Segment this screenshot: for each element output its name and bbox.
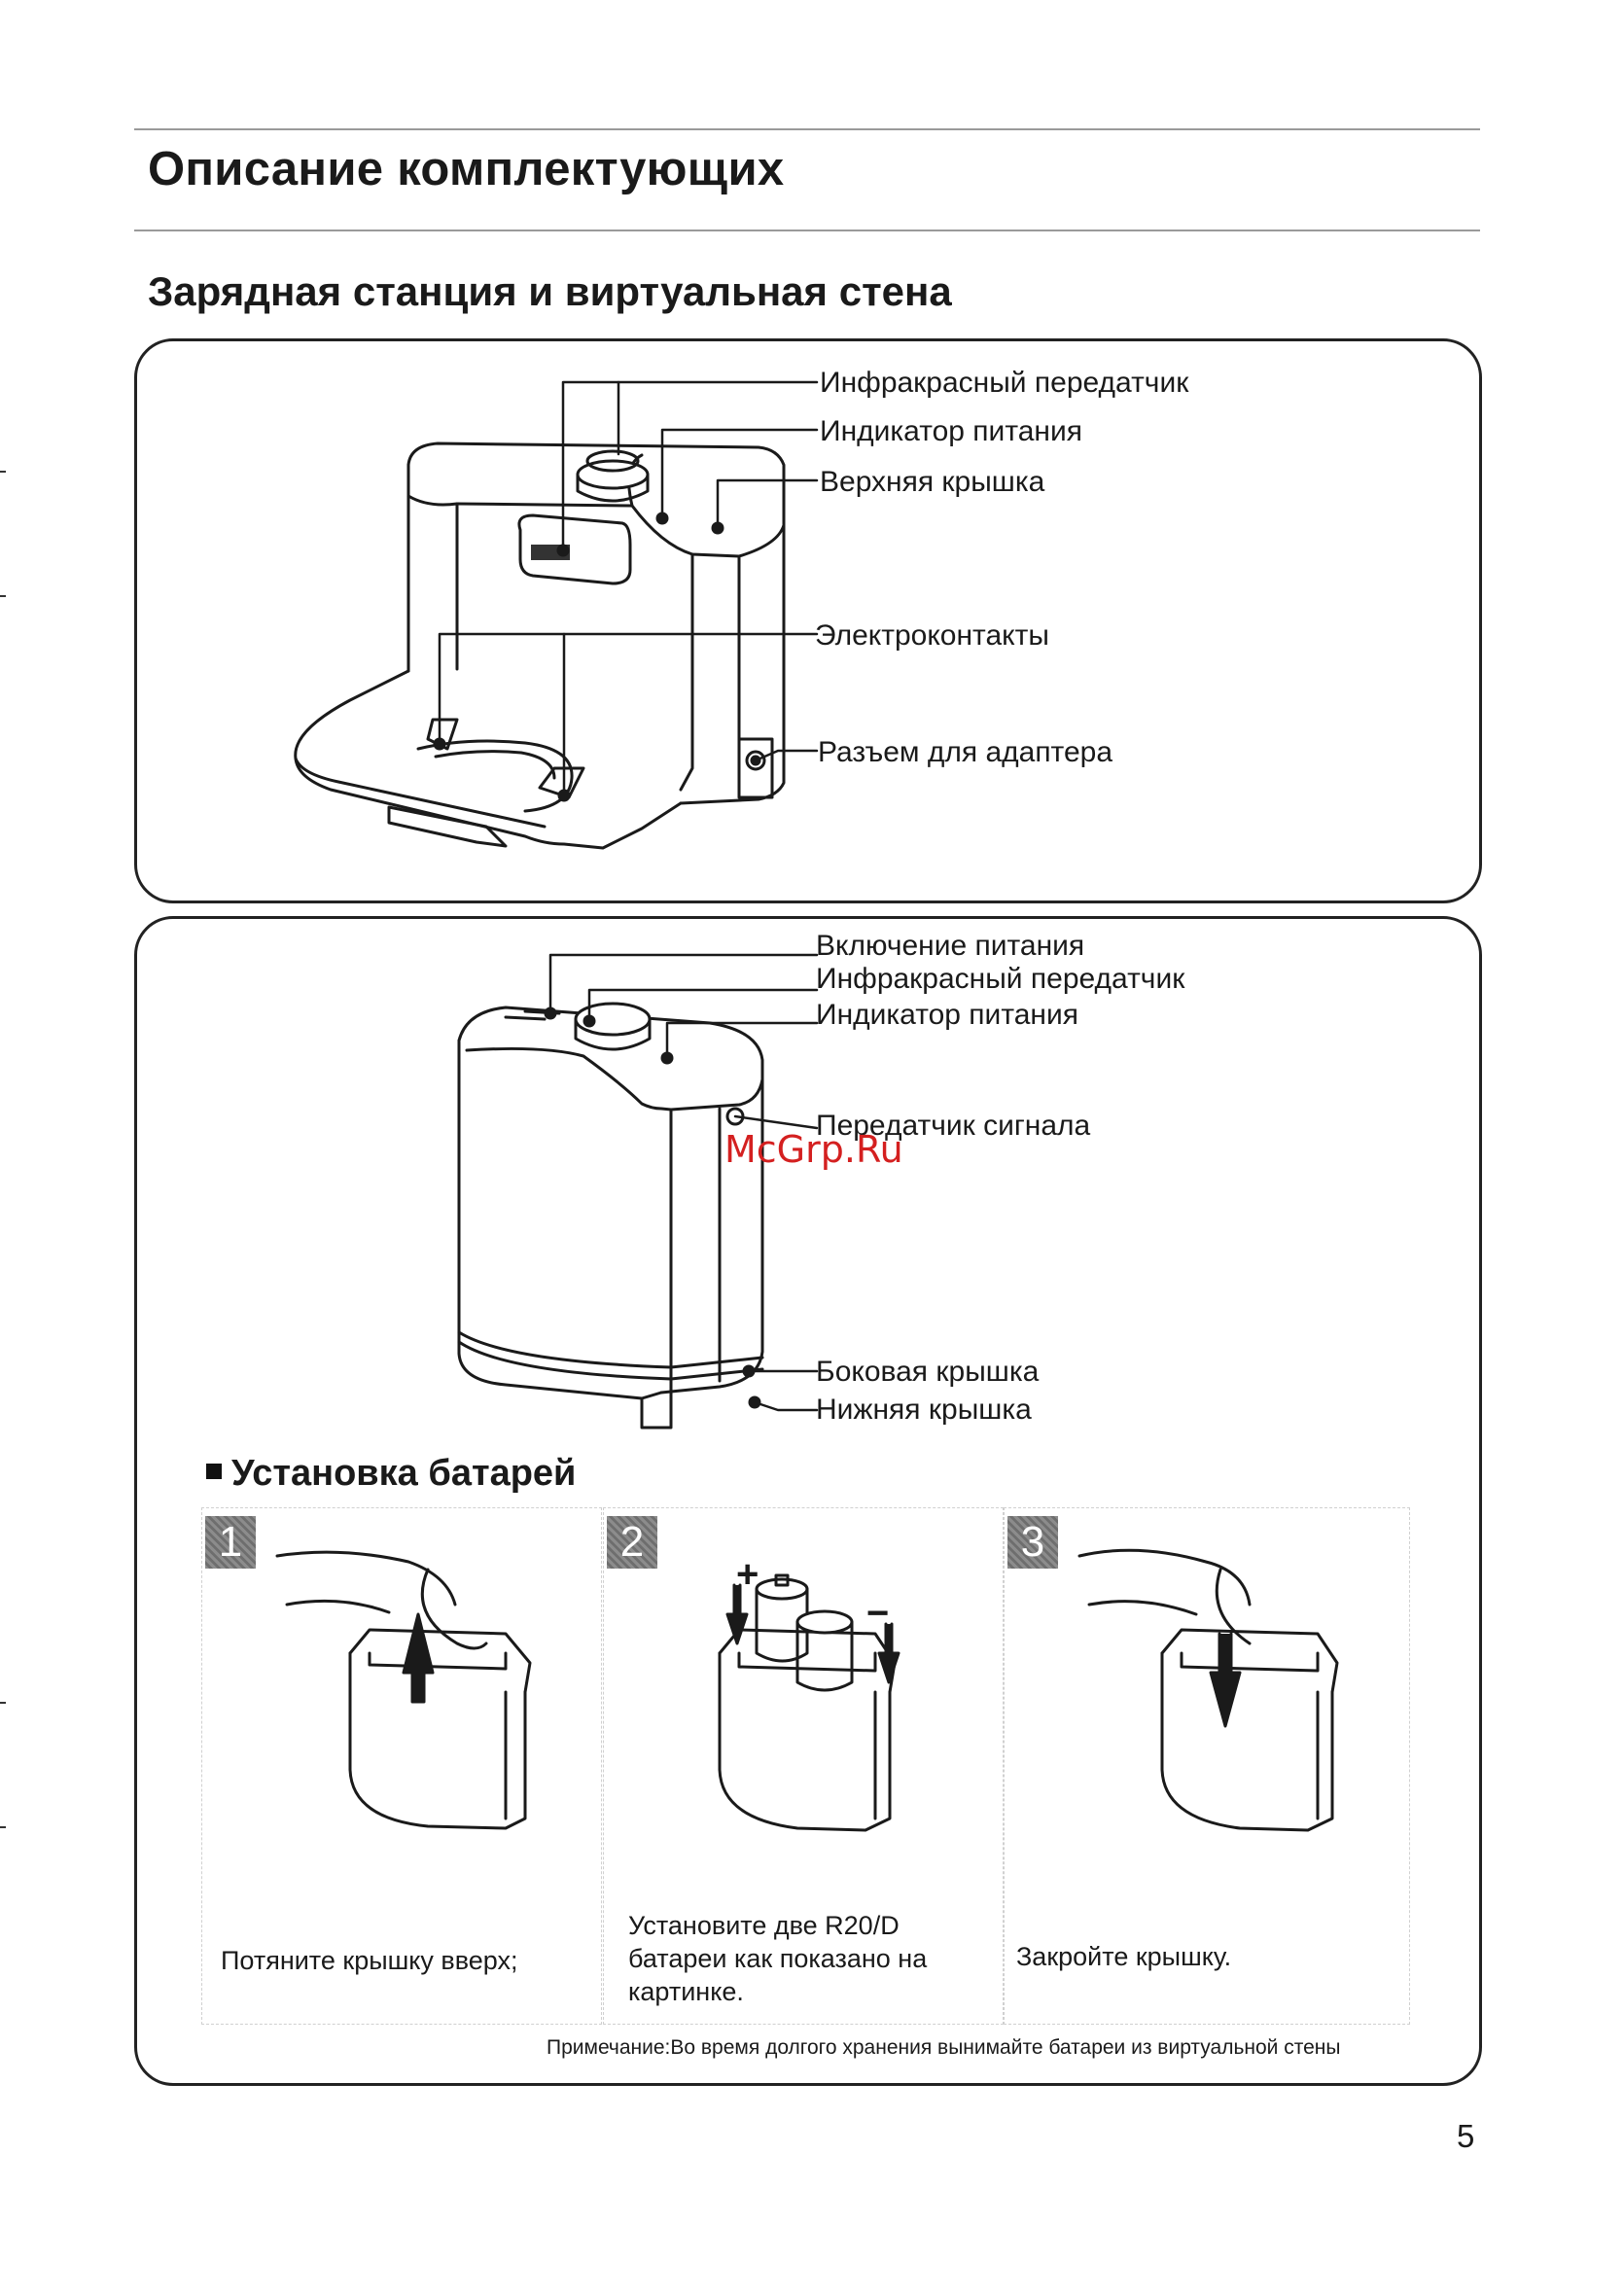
battery-step-2: 2 + − Установите две R20/D батареи как п… (603, 1507, 1004, 2025)
minus-sign: − (866, 1592, 890, 1635)
page-title: Описание комплектующих (148, 143, 785, 195)
virtual-wall-panel (134, 916, 1482, 2086)
battery-step2-drawing (718, 1573, 900, 1832)
battery-step3-drawing (1077, 1548, 1339, 1832)
step-text: Закройте крышку. (1016, 1942, 1232, 1971)
label-bottom-cover: Нижняя крышка (816, 1394, 1032, 1426)
step-number: 2 (607, 1516, 657, 1569)
plus-sign: + (736, 1553, 759, 1596)
label-signal-transmitter: Передатчик сигнала (816, 1110, 1091, 1142)
battery-install-title: Установка батарей (206, 1453, 576, 1495)
label-wall-ir-transmitter: Инфракрасный передатчик (816, 963, 1185, 995)
charging-station-panel (134, 338, 1482, 903)
virtual-wall-leaders (548, 953, 819, 1412)
battery-step-3: 3 Закройте крышку. (1004, 1507, 1410, 2025)
charging-station-drawing (294, 441, 786, 850)
battery-step-1: 1 Потяните крышку вверх; (201, 1507, 602, 2025)
title-rule (134, 230, 1480, 231)
storage-note: Примечание:Во время долгого хранения вын… (547, 2036, 1341, 2059)
page-number: 5 (1457, 2118, 1475, 2154)
charging-station-leaders (438, 380, 819, 797)
virtual-wall-drawing (457, 1002, 764, 1430)
margin-mark (0, 471, 6, 473)
step-number: 1 (205, 1516, 256, 1569)
bullet-square (206, 1463, 222, 1479)
label-wall-power-indicator: Индикатор питания (816, 999, 1078, 1031)
margin-mark (0, 1826, 6, 1828)
margin-mark (0, 595, 6, 597)
label-side-cover: Боковая крышка (816, 1356, 1040, 1388)
label-contacts: Электроконтакты (815, 619, 1049, 652)
label-ir-transmitter: Инфракрасный передатчик (820, 367, 1189, 399)
step-text: Потяните крышку вверх; (221, 1946, 518, 1975)
top-rule (134, 128, 1480, 130)
step-number: 3 (1007, 1516, 1058, 1569)
watermark: McGrp.Ru (724, 1128, 903, 1171)
battery-step1-drawing (275, 1550, 532, 1830)
margin-mark (0, 1702, 6, 1704)
label-adapter-jack: Разъем для адаптера (818, 736, 1113, 768)
step-text: Установите две R20/D батареи как показан… (628, 1911, 928, 2006)
label-top-cover: Верхняя крышка (820, 466, 1045, 498)
section-title: Зарядная станция и виртуальная стена (148, 268, 952, 314)
label-power-on: Включение питания (816, 930, 1085, 962)
label-power-indicator: Индикатор питания (820, 415, 1082, 447)
